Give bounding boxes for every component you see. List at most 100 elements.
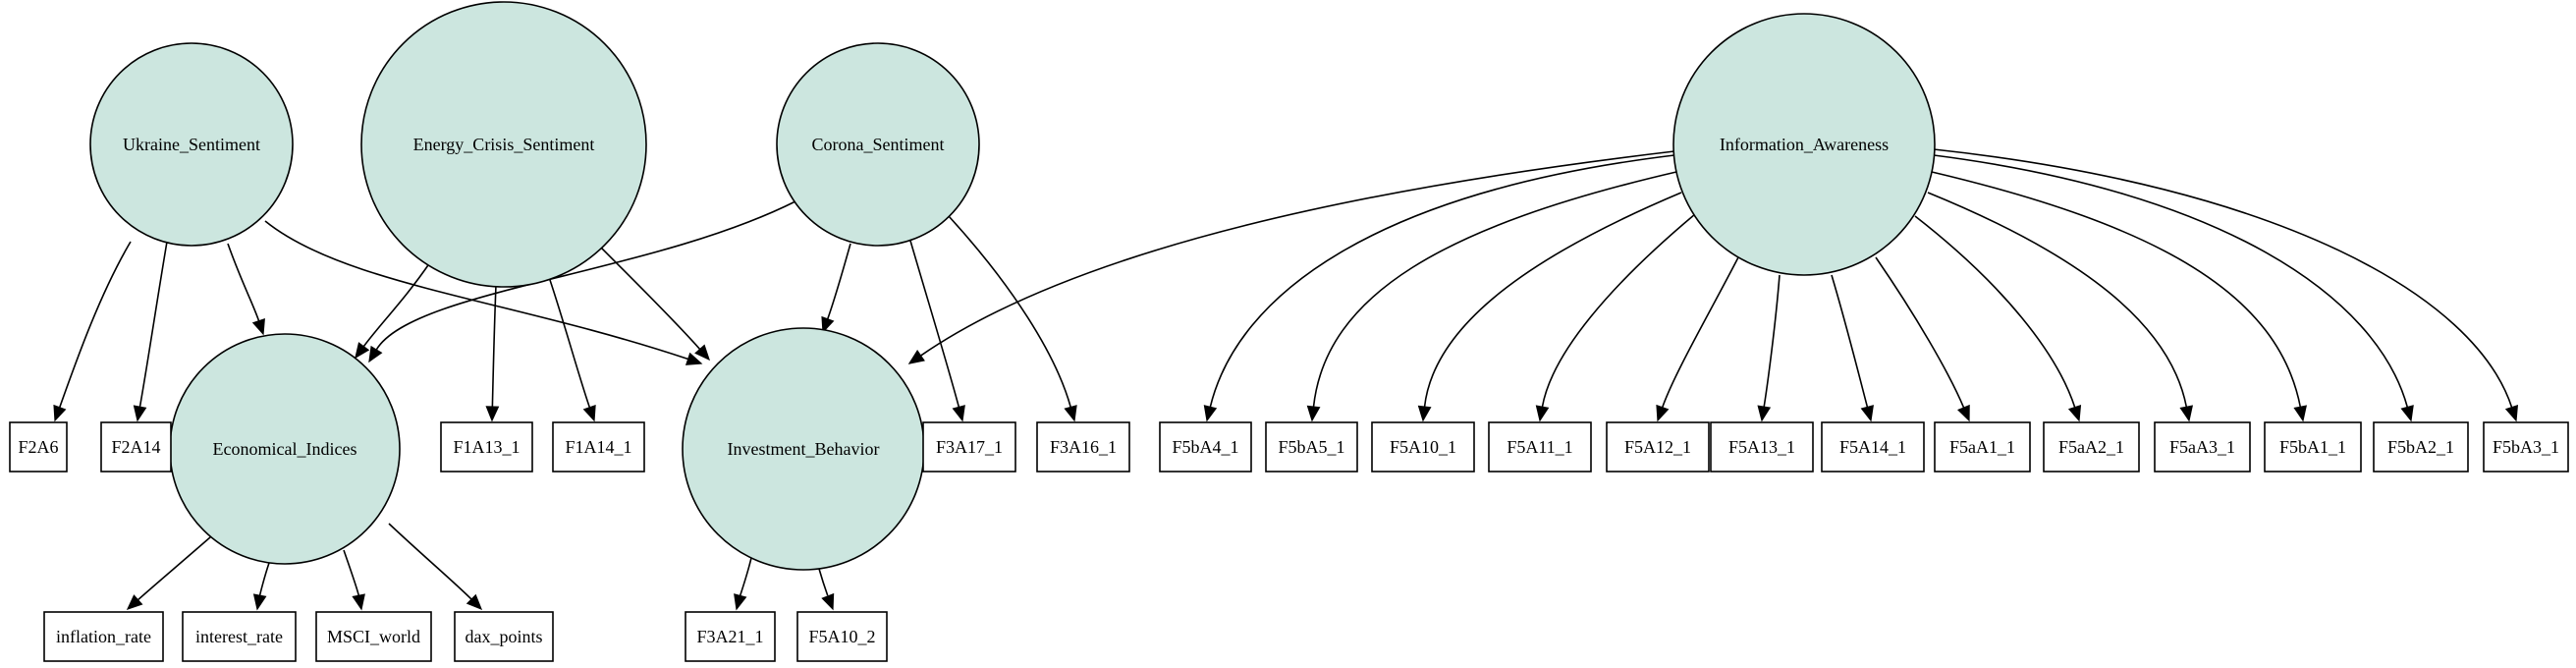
observed-box [9,421,68,473]
edge-line [343,549,360,596]
observed-label: F5aA2_1 [2058,437,2124,457]
edges-layer [53,148,2519,611]
observed-label: F5A11_1 [1507,437,1572,457]
edge-energy_crisis_sentiment-to-investment_behavior [598,245,711,362]
observed-node-f5a14-1: F5A14_1 [1821,421,1925,473]
arrowhead [1203,405,1218,422]
edge-economical_indices-to-dax_points [388,523,483,611]
arrowhead [126,594,143,611]
edge-economical_indices-to-interest_rate [252,562,270,611]
observed-node-f5a11-1: F5A11_1 [1488,421,1592,473]
observed-node-f2a14: F2A14 [100,421,172,473]
latent-label: Economical_Indices [213,439,357,459]
edge-energy_crisis_sentiment-to-f1a13_1 [485,284,500,422]
arrowhead [2067,404,2082,422]
observed-label: MSCI_world [327,627,420,646]
observed-box [685,611,776,662]
latent-node-information-awareness: Information_Awareness [1672,13,1936,276]
observed-node-dax-points: dax_points [454,611,554,662]
arrowhead [821,592,835,611]
arrowhead [368,345,383,363]
edge-corona_sentiment-to-f3a16_1 [948,215,1077,422]
edge-line [909,240,960,408]
latent-label: Investment_Behavior [728,439,880,459]
observed-node-f5a10-2: F5A10_2 [796,611,888,662]
latent-node-ukraine-sentiment: Ukraine_Sentiment [89,42,294,247]
nodes-layer: Ukraine_Sentiment Energy_Crisis_Sentiment… [9,1,2569,662]
observed-box [1036,421,1130,473]
observed-label: F5bA5_1 [1278,437,1344,457]
observed-box [1606,421,1710,473]
observed-label: interest_rate [195,627,283,646]
arrowhead [466,593,483,611]
arrowhead [2504,404,2519,422]
edge-line [818,568,829,597]
observed-node-f1a13-1: F1A13_1 [440,421,533,473]
edge-ukraine_sentiment-to-economical_indices [227,243,265,336]
observed-box [552,421,645,473]
edge-line [1312,171,1677,408]
observed-node-inflation-rate: inflation_rate [43,611,164,662]
arrowhead [1656,404,1670,422]
observed-label: dax_points [466,627,543,646]
arrowhead [582,404,596,422]
latent-label: Energy_Crisis_Sentiment [413,135,595,154]
latent-node-corona-sentiment: Corona_Sentiment [776,42,980,247]
observed-node-f5ba4-1: F5bA4_1 [1159,421,1252,473]
observed-node-f5ba2-1: F5bA2_1 [2373,421,2469,473]
latent-node-investment-behavior: Investment_Behavior [682,327,925,571]
arrowhead [133,405,147,422]
arrowhead [1757,405,1772,422]
observed-node-f3a21-1: F3A21_1 [685,611,776,662]
observed-node-msci-world: MSCI_world [315,611,432,662]
observed-box [2043,421,2140,473]
edge-ukraine_sentiment-to-f2a6 [53,241,132,422]
edge-line [138,241,168,408]
observed-box [1159,421,1252,473]
latent-label: Information_Awareness [1720,135,1889,154]
observed-box [100,421,172,473]
observed-box [2154,421,2251,473]
arrowhead [1417,405,1432,422]
arrowhead [734,593,747,611]
edge-information_awareness-to-f5aa3_1 [1927,192,2194,422]
edge-line [362,261,431,348]
observed-box [454,611,554,662]
observed-box [1710,421,1814,473]
edge-line [58,241,132,409]
edge-line [1933,148,2513,408]
observed-box [1934,421,2031,473]
observed-label: F2A6 [18,437,58,457]
edge-line [1914,215,2076,408]
latent-circle [89,42,294,247]
observed-label: F3A16_1 [1050,437,1117,457]
observed-label: F5A12_1 [1624,437,1691,457]
observed-box [1265,421,1358,473]
edge-line [549,279,591,409]
observed-box [1821,421,1925,473]
edge-line [1209,154,1675,408]
observed-label: F5A10_2 [808,627,875,646]
latent-node-energy-crisis-sentiment: Energy_Crisis_Sentiment [360,1,647,288]
observed-label: F5bA4_1 [1172,437,1238,457]
arrowhead [952,405,965,422]
observed-label: inflation_rate [56,627,151,646]
observed-node-f5a10-1: F5A10_1 [1371,421,1475,473]
observed-box [182,611,297,662]
arrowhead [53,404,67,422]
edge-line [137,529,219,601]
edge-line [227,243,260,321]
edge-line [948,215,1072,408]
observed-node-f1a14-1: F1A14_1 [552,421,645,473]
edge-information_awareness-to-f5aa2_1 [1914,215,2082,422]
arrowhead [1535,405,1550,422]
observed-label: F5bA3_1 [2493,437,2559,457]
edge-line [1933,154,2409,408]
edge-information_awareness-to-f5ba3_1 [1933,148,2519,422]
arrowhead [821,315,835,334]
observed-label: F5bA2_1 [2387,437,2454,457]
edge-line [1931,171,2302,408]
arrowhead [1306,405,1321,422]
observed-label: F3A21_1 [696,627,763,646]
latent-circle [776,42,980,247]
